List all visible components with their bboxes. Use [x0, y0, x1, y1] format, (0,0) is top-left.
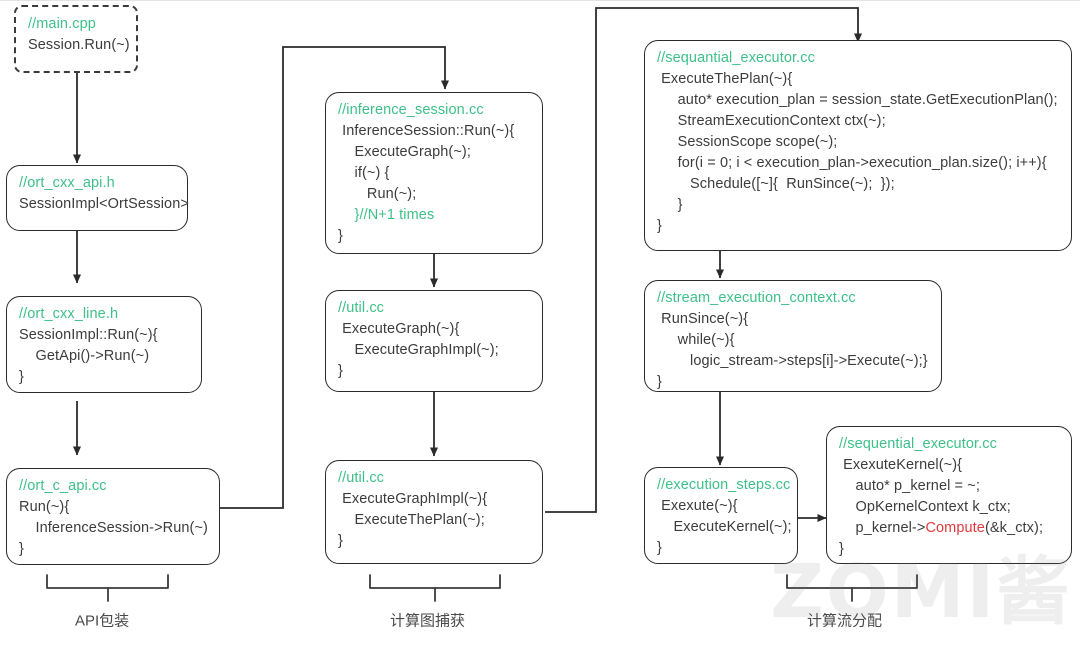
node-ort-cxx-api-h-line-0: SessionImpl<OrtSession>	[19, 196, 189, 213]
node-sequential-executor-cc-plan-line-4: for(i = 0; i < execution_plan->execution…	[657, 155, 1047, 172]
node-util-cc-execute-graph-impl-line-0: ExecuteGraphImpl(~){	[338, 491, 488, 508]
node-ort-c-api-cc-line-2: }	[19, 541, 24, 558]
node-inference-session-cc[interactable]: //inference_session.cc InferenceSession:…	[325, 92, 543, 254]
node-inference-session-cc-line-4: }//N+1 times	[338, 207, 435, 224]
node-ort-cxx-line-h-line-2: }	[19, 369, 24, 386]
node-ort-cxx-line-h-comment: //ort_cxx_line.h	[19, 306, 119, 322]
node-ort-cxx-api-h[interactable]: //ort_cxx_api.h SessionImpl<OrtSession>	[6, 165, 189, 231]
node-sequential-executor-cc-plan-line-0: ExecuteThePlan(~){	[657, 71, 793, 88]
node-inference-session-cc-line-2: if(~) {	[338, 165, 390, 182]
node-sequential-executor-cc-plan-line-7: }	[657, 218, 662, 235]
node-sequential-executor-cc-kernel[interactable]: //sequential_executor.cc ExexuteKernel(~…	[826, 426, 1072, 564]
node-inference-session-cc-comment: //inference_session.cc	[338, 102, 484, 118]
node-util-cc-execute-graph-impl-comment: //util.cc	[338, 470, 385, 486]
node-sequential-executor-cc-kernel-line-1: auto* p_kernel = ~;	[839, 478, 980, 495]
node-util-cc-execute-graph-impl-line-2: }	[338, 533, 343, 550]
node-inference-session-cc-line-3: Run(~);	[338, 186, 417, 203]
node-inference-session-cc-line-1: ExecuteGraph(~);	[338, 144, 471, 161]
group-caption-graph-capture: 计算图捕获	[390, 612, 466, 630]
node-sequential-executor-cc-kernel-line-0: ExexuteKernel(~){	[839, 457, 963, 474]
node-util-cc-execute-graph-impl-line-1: ExecuteThePlan(~);	[338, 512, 485, 529]
node-execution-steps-cc-line-1: ExecuteKernel(~);	[657, 519, 792, 536]
node-sequential-executor-cc-plan-line-1: auto* execution_plan = session_state.Get…	[657, 92, 1058, 109]
node-util-cc-execute-graph-line-0: ExecuteGraph(~){	[338, 321, 460, 338]
node-sequential-executor-cc-plan-line-2: StreamExecutionContext ctx(~);	[657, 113, 886, 130]
bracket-api-wrap	[46, 574, 169, 589]
node-ort-c-api-cc[interactable]: //ort_c_api.cc Run(~){ InferenceSession-…	[6, 468, 220, 565]
node-sequential-executor-cc-plan-line-3: SessionScope scope(~);	[657, 134, 838, 151]
node-util-cc-execute-graph[interactable]: //util.cc ExecuteGraph(~){ ExecuteGraphI…	[325, 290, 543, 392]
node-execution-steps-cc-comment: //execution_steps.cc	[657, 477, 791, 493]
node-util-cc-execute-graph-impl[interactable]: //util.cc ExecuteGraphImpl(~){ ExecuteTh…	[325, 460, 543, 564]
node-sequential-executor-cc-kernel-line-3: p_kernel->Compute(&k_ctx);	[839, 520, 1044, 537]
node-ort-cxx-line-h[interactable]: //ort_cxx_line.h SessionImpl::Run(~){ Ge…	[6, 296, 202, 393]
node-util-cc-execute-graph-line-2: }	[338, 363, 343, 380]
node-stream-execution-context-cc[interactable]: //stream_execution_context.cc RunSince(~…	[644, 280, 942, 392]
group-caption-api-wrap: API包装	[75, 612, 130, 630]
group-caption-stream-alloc: 计算流分配	[807, 612, 883, 630]
node-ort-c-api-cc-comment: //ort_c_api.cc	[19, 478, 107, 494]
node-sequential-executor-cc-plan[interactable]: //sequantial_executor.cc ExecuteThePlan(…	[644, 40, 1072, 251]
node-stream-execution-context-cc-comment: //stream_execution_context.cc	[657, 290, 856, 306]
node-execution-steps-cc-line-2: }	[657, 540, 662, 557]
node-sequential-executor-cc-plan-line-5: Schedule([~]{ RunSince(~); });	[657, 176, 895, 193]
node-ort-cxx-line-h-line-0: SessionImpl::Run(~){	[19, 327, 158, 344]
node-util-cc-execute-graph-line-1: ExecuteGraphImpl(~);	[338, 342, 499, 359]
node-main-cpp-line-0: Session.Run(~)	[28, 37, 130, 54]
node-execution-steps-cc-line-0: Exexute(~){	[657, 498, 738, 515]
bracket-stream-alloc	[786, 574, 918, 589]
top-hairline	[0, 0, 1080, 1]
node-sequential-executor-cc-kernel-comment: //sequential_executor.cc	[839, 436, 997, 452]
node-main-cpp[interactable]: //main.cpp Session.Run(~)	[14, 5, 138, 73]
node-ort-cxx-line-h-line-1: GetApi()->Run(~)	[19, 348, 150, 365]
node-sequential-executor-cc-plan-line-6: }	[657, 197, 683, 214]
node-sequential-executor-cc-kernel-line-2: OpKernelContext k_ctx;	[839, 499, 1011, 516]
node-sequential-executor-cc-kernel-line-4: }	[839, 541, 844, 558]
highlight-compute: Compute	[925, 520, 985, 537]
node-stream-execution-context-cc-line-0: RunSince(~){	[657, 311, 749, 328]
node-main-cpp-comment: //main.cpp	[28, 16, 96, 32]
node-inference-session-cc-line-5: }	[338, 228, 343, 245]
node-sequential-executor-cc-plan-comment: //sequantial_executor.cc	[657, 50, 815, 66]
node-stream-execution-context-cc-line-2: logic_stream->steps[i]->Execute(~);}	[657, 353, 928, 370]
bracket-graph-capture	[369, 574, 501, 589]
node-inference-session-cc-line-0: InferenceSession::Run(~){	[338, 123, 515, 140]
node-stream-execution-context-cc-line-3: }	[657, 374, 662, 391]
node-util-cc-execute-graph-comment: //util.cc	[338, 300, 385, 316]
node-execution-steps-cc[interactable]: //execution_steps.cc Exexute(~){ Execute…	[644, 467, 798, 564]
node-ort-cxx-api-h-comment: //ort_cxx_api.h	[19, 175, 115, 191]
node-stream-execution-context-cc-line-1: while(~){	[657, 332, 735, 349]
node-ort-c-api-cc-line-0: Run(~){	[19, 499, 70, 516]
node-ort-c-api-cc-line-1: InferenceSession->Run(~)	[19, 520, 208, 537]
